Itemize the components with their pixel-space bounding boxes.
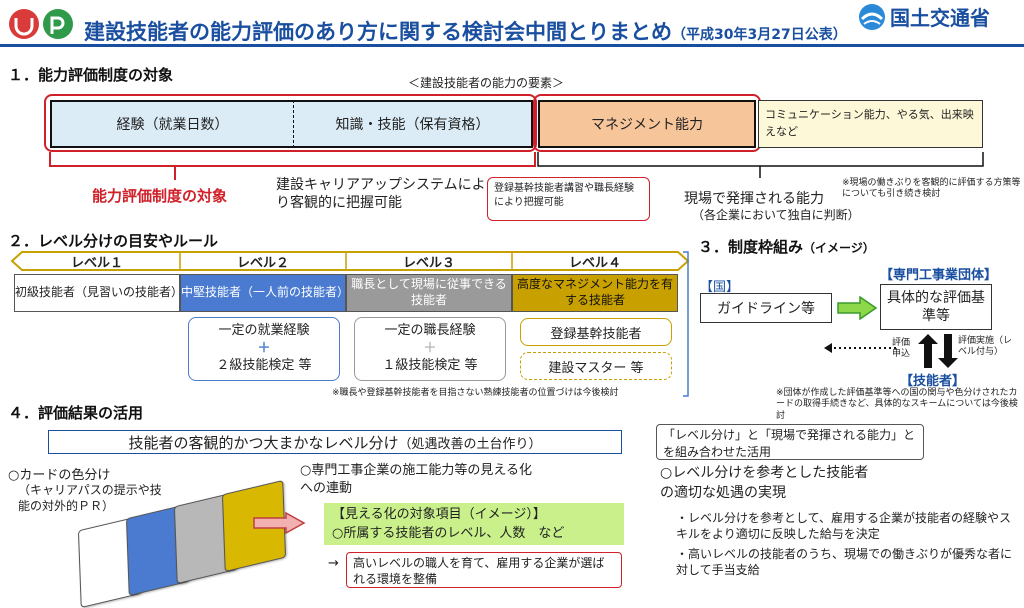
ginou-label: 【技能者】 [900, 374, 966, 389]
ccus-logo-icon [9, 9, 73, 39]
registered-box: 登録基幹技能者講習や職長経験により把握可能 [487, 177, 650, 221]
ccus-text: 建設キャリアアップシステムにより客観的に把握可能 [276, 177, 486, 212]
level3-header: レベル３ [402, 255, 455, 271]
page-title: 建設技能者の能力評価のあり方に関する検討会中間とりまとめ（平成30年3月27日公… [84, 20, 847, 44]
elements-label: ＜建設技能者の能力の要素＞ [408, 76, 565, 90]
treat-bullet2: ・高いレベルの技能者のうち、現場での働きぶりが優秀な者に対して手当支給 [676, 547, 1013, 578]
ministry-emblem-icon [859, 3, 885, 30]
section2-heading: ２．レベル分けの目安やルール [8, 232, 219, 250]
apply-label: 評価申込 [892, 338, 911, 360]
level1-desc: 初級技能者（見習いの技能者） [14, 274, 183, 312]
level2-requirements: 一定の就業経験 ＋ ２級技能検定 等 [188, 317, 340, 381]
plus-icon: ＋ [257, 340, 271, 356]
ccus-logo [6, 6, 76, 42]
treat-bullet1: ・レベル分けを参考として、雇用する企業が技能者の経験やスキルをより適切に反映した… [676, 511, 1012, 542]
section1-heading: １．能力評価制度の対象 [8, 66, 174, 84]
visible-items-box: 【見える化の対象項目（イメージ）】 ○所属する技能者のレベル、人数 など [324, 503, 624, 545]
card-title: ○カードの色分け [8, 468, 111, 483]
section1-braces [49, 152, 984, 180]
green-arrow-icon [837, 296, 878, 320]
arrow-right: → [328, 556, 339, 571]
level2-desc: 中堅技能者（一人前の技能者） [180, 274, 349, 312]
ministry-logo: 国土交通省 [858, 2, 990, 31]
management-red-outline [533, 94, 761, 152]
criteria-box: 具体的な評価基準等 [880, 284, 992, 330]
management-box: マネジメント能力 [538, 100, 756, 148]
card-sub: （キャリアパスの提示や技能の対外的ＰＲ） [18, 483, 162, 514]
publish-date: （平成30年3月27日公表） [672, 27, 847, 43]
section2-right-brace [683, 251, 689, 397]
level-banner: 技能者の客観的かつ大まかなレベル分け（処遇改善の土台作り） [48, 430, 622, 454]
level4-req2: 建設マスター 等 [520, 352, 672, 380]
experience-box: 経験（就業日数） [50, 100, 295, 148]
section3-note: ※団体が作成した評価基準等への国の関与や色分けされたカードの取得手続きなど、具体… [776, 388, 1018, 421]
plus-icon: ＋ [423, 340, 437, 356]
level4-req1: 登録基幹技能者 [520, 318, 672, 346]
header-divider [0, 44, 1024, 47]
evaluation-arrows [918, 334, 958, 368]
company-title: ○専門工事企業の施工能力等の見える化への連動 [300, 463, 532, 497]
section4-heading: ４．評価結果の活用 [8, 404, 144, 422]
level1-header: レベル１ [70, 255, 123, 271]
combine-box: 「レベル分け」と「現場で発揮される能力」とを組み合わせた活用 [656, 424, 924, 460]
section1-note: ※現場の働きぶりを客観的に評価する方策等についても引き続き検討 [842, 178, 1021, 200]
pink-arrow-icon [253, 512, 306, 534]
level2-header: レベル２ [236, 255, 289, 271]
treat-title: ○レベル分けを参考とした技能者の適切な処遇の実現 [660, 465, 869, 501]
communication-box: コミュニケーション能力、やる気、出来映えなど [758, 100, 983, 148]
field-ability-sub: （各企業において独自に判断） [692, 208, 860, 222]
execute-label: 評価実施（レベル付与） [958, 336, 1013, 358]
environment-box: 高いレベルの職人を育て、雇用する企業が選ばれる環境を整備 [346, 552, 622, 588]
level4-header: レベル４ [568, 255, 621, 271]
field-ability: 現場で発揮される能力 [684, 191, 824, 207]
target-label: 能力評価制度の対象 [92, 187, 228, 205]
dantai-label: 【専門工事業団体】 [880, 268, 998, 283]
level3-desc: 職長として現場に従事できる技能者 [346, 274, 512, 312]
knowledge-box: 知識・技能（保有資格） [293, 100, 533, 148]
kuni-label: 【国】 [700, 280, 740, 295]
level4-desc: 高度なマネジメント能力を有する技能者 [512, 274, 678, 312]
target-red-outline [44, 94, 537, 152]
level3-requirements: 一定の職長経験 ＋ １級技能検定 等 [354, 317, 506, 381]
dotted-return-arrow [824, 343, 896, 353]
section2-note: ※職長や登録基幹技能者を目指さない熟練技能者の位置づけは今後検討 [332, 388, 619, 398]
section3-heading: ３．制度枠組み（イメージ） [698, 238, 875, 256]
guideline-box: ガイドライン等 [700, 293, 832, 323]
